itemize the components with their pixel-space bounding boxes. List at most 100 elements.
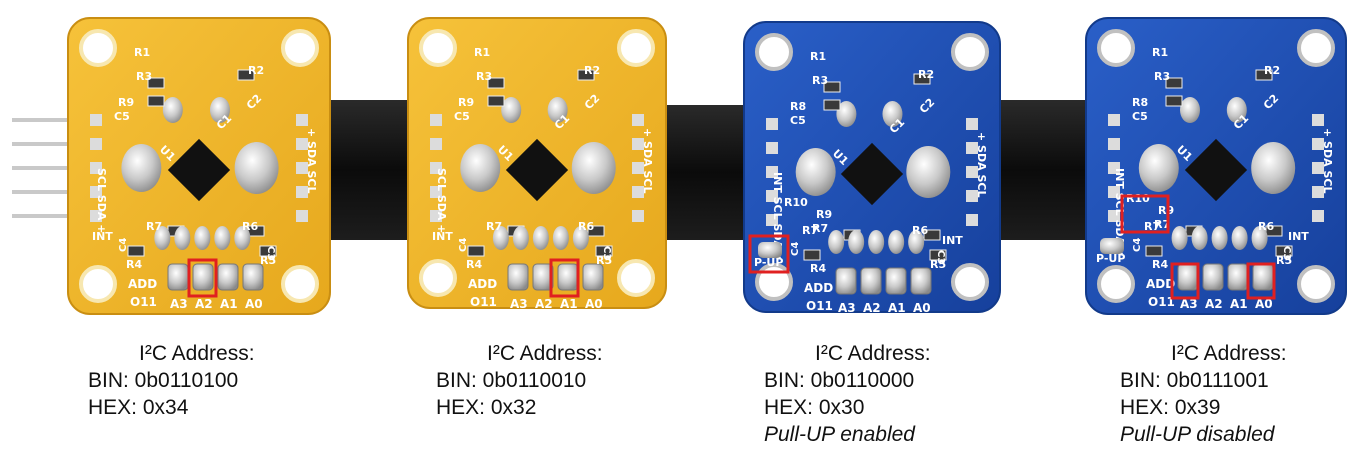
smd-component (1145, 245, 1163, 257)
pull-up-jumper-pad (1100, 238, 1124, 254)
label-r3: R3 (1154, 70, 1170, 83)
smd-component (587, 225, 605, 237)
mounting-hole (617, 29, 655, 67)
header-pad (766, 190, 778, 202)
label-c3: C3 (1281, 246, 1292, 260)
header-pad (766, 214, 778, 226)
solder-pad (795, 148, 836, 196)
caption-note: Pull-UP enabled (764, 423, 915, 446)
header-pad (766, 166, 778, 178)
label-left-pins: SCL SDA + (95, 168, 108, 233)
caption-note: Pull-UP disabled (1120, 423, 1275, 446)
smd-component (259, 245, 277, 257)
header-pad (966, 190, 978, 202)
caption-bin: BIN: 0b0110100 (88, 369, 239, 392)
caption-board-3: I²C Address: BIN: 0b0110000 HEX: 0x30 Pu… (764, 340, 931, 448)
header-pad (966, 214, 978, 226)
smd-component (127, 245, 145, 257)
solder-pad (1251, 226, 1268, 250)
smd-component (577, 69, 595, 81)
header-pad (90, 114, 102, 126)
mounting-hole (951, 263, 989, 301)
smd-component (803, 249, 821, 261)
header-pad (90, 186, 102, 198)
label-r9: R9 (118, 96, 134, 109)
caption-title: I²C Address: (487, 342, 603, 365)
smd-component (467, 245, 485, 257)
smd-component (923, 229, 941, 241)
label-r2: R2 (918, 68, 934, 81)
smd-component (147, 95, 165, 107)
label-add: ADD (468, 277, 497, 291)
label-r5: R5 (260, 254, 276, 267)
label-c5: C5 (114, 110, 130, 123)
address-jumper-pad (1252, 263, 1274, 291)
label-a1: A1 (1230, 297, 1248, 311)
header-pad (430, 162, 442, 174)
label-r4: R4 (1152, 258, 1168, 271)
label-r10: R10 (1126, 192, 1150, 205)
highlight-box (1170, 262, 1200, 300)
caption-board-4: I²C Address: BIN: 0b0111001 HEX: 0x39 Pu… (1120, 340, 1287, 448)
solder-pad (162, 97, 183, 123)
label-a1: A1 (220, 297, 238, 311)
header-pad (1108, 210, 1120, 222)
header-pad (766, 118, 778, 130)
highlight-box (1246, 262, 1276, 300)
label-int: INT (1288, 230, 1309, 243)
caption-bin: BIN: 0b0110000 (764, 369, 915, 392)
solder-pad (194, 226, 211, 250)
label-int: INT (942, 234, 963, 247)
header-pad (766, 142, 778, 154)
header-pad (430, 186, 442, 198)
solder-pad (868, 230, 885, 254)
solder-pad (460, 144, 501, 192)
label-r5: R5 (930, 258, 946, 271)
label-r2: R2 (248, 64, 264, 77)
caption-title: I²C Address: (139, 342, 255, 365)
ic-chip (505, 138, 569, 202)
pin-header (12, 118, 74, 218)
label-r1: R1 (474, 46, 490, 59)
label-r9: R9 (1158, 204, 1174, 217)
smd-component (1255, 69, 1273, 81)
label-c5: C5 (1132, 110, 1148, 123)
solder-pad (532, 226, 549, 250)
smd-component (823, 81, 841, 93)
caption-hex: HEX: 0x39 (1120, 396, 1221, 419)
solder-pad (1251, 142, 1296, 194)
label-add: ADD (1146, 277, 1175, 291)
label-pull-up: P-UP (1096, 252, 1125, 265)
solder-pad (154, 226, 171, 250)
header-pad (632, 114, 644, 126)
solder-pad (1180, 97, 1200, 123)
caption-title: I²C Address: (1171, 342, 1287, 365)
header-pad (296, 186, 308, 198)
smd-component (147, 77, 165, 89)
highlight-box (549, 258, 580, 298)
mounting-hole (755, 263, 793, 301)
label-a1: A1 (560, 297, 578, 311)
mounting-hole (1297, 29, 1335, 67)
caption-bin: BIN: 0b0110010 (436, 369, 587, 392)
address-jumper-pad (532, 263, 554, 291)
mounting-hole (419, 259, 457, 297)
cable-1 (325, 100, 415, 240)
mounting-hole (617, 259, 655, 297)
mounting-hole (755, 33, 793, 71)
solder-pad (234, 226, 251, 250)
label-c4: C4 (1132, 238, 1143, 252)
cable-3 (1000, 100, 1092, 240)
label-c4: C4 (790, 242, 801, 256)
mounting-hole (419, 29, 457, 67)
mounting-hole (281, 265, 319, 303)
label-right-pins: + SDA SCL (1321, 128, 1334, 193)
header-pad (632, 138, 644, 150)
address-jumper-pad (1177, 263, 1199, 291)
mounting-hole (1097, 29, 1135, 67)
address-jumper-pad (557, 263, 579, 291)
label-add: ADD (128, 277, 157, 291)
label-r4: R4 (466, 258, 482, 271)
